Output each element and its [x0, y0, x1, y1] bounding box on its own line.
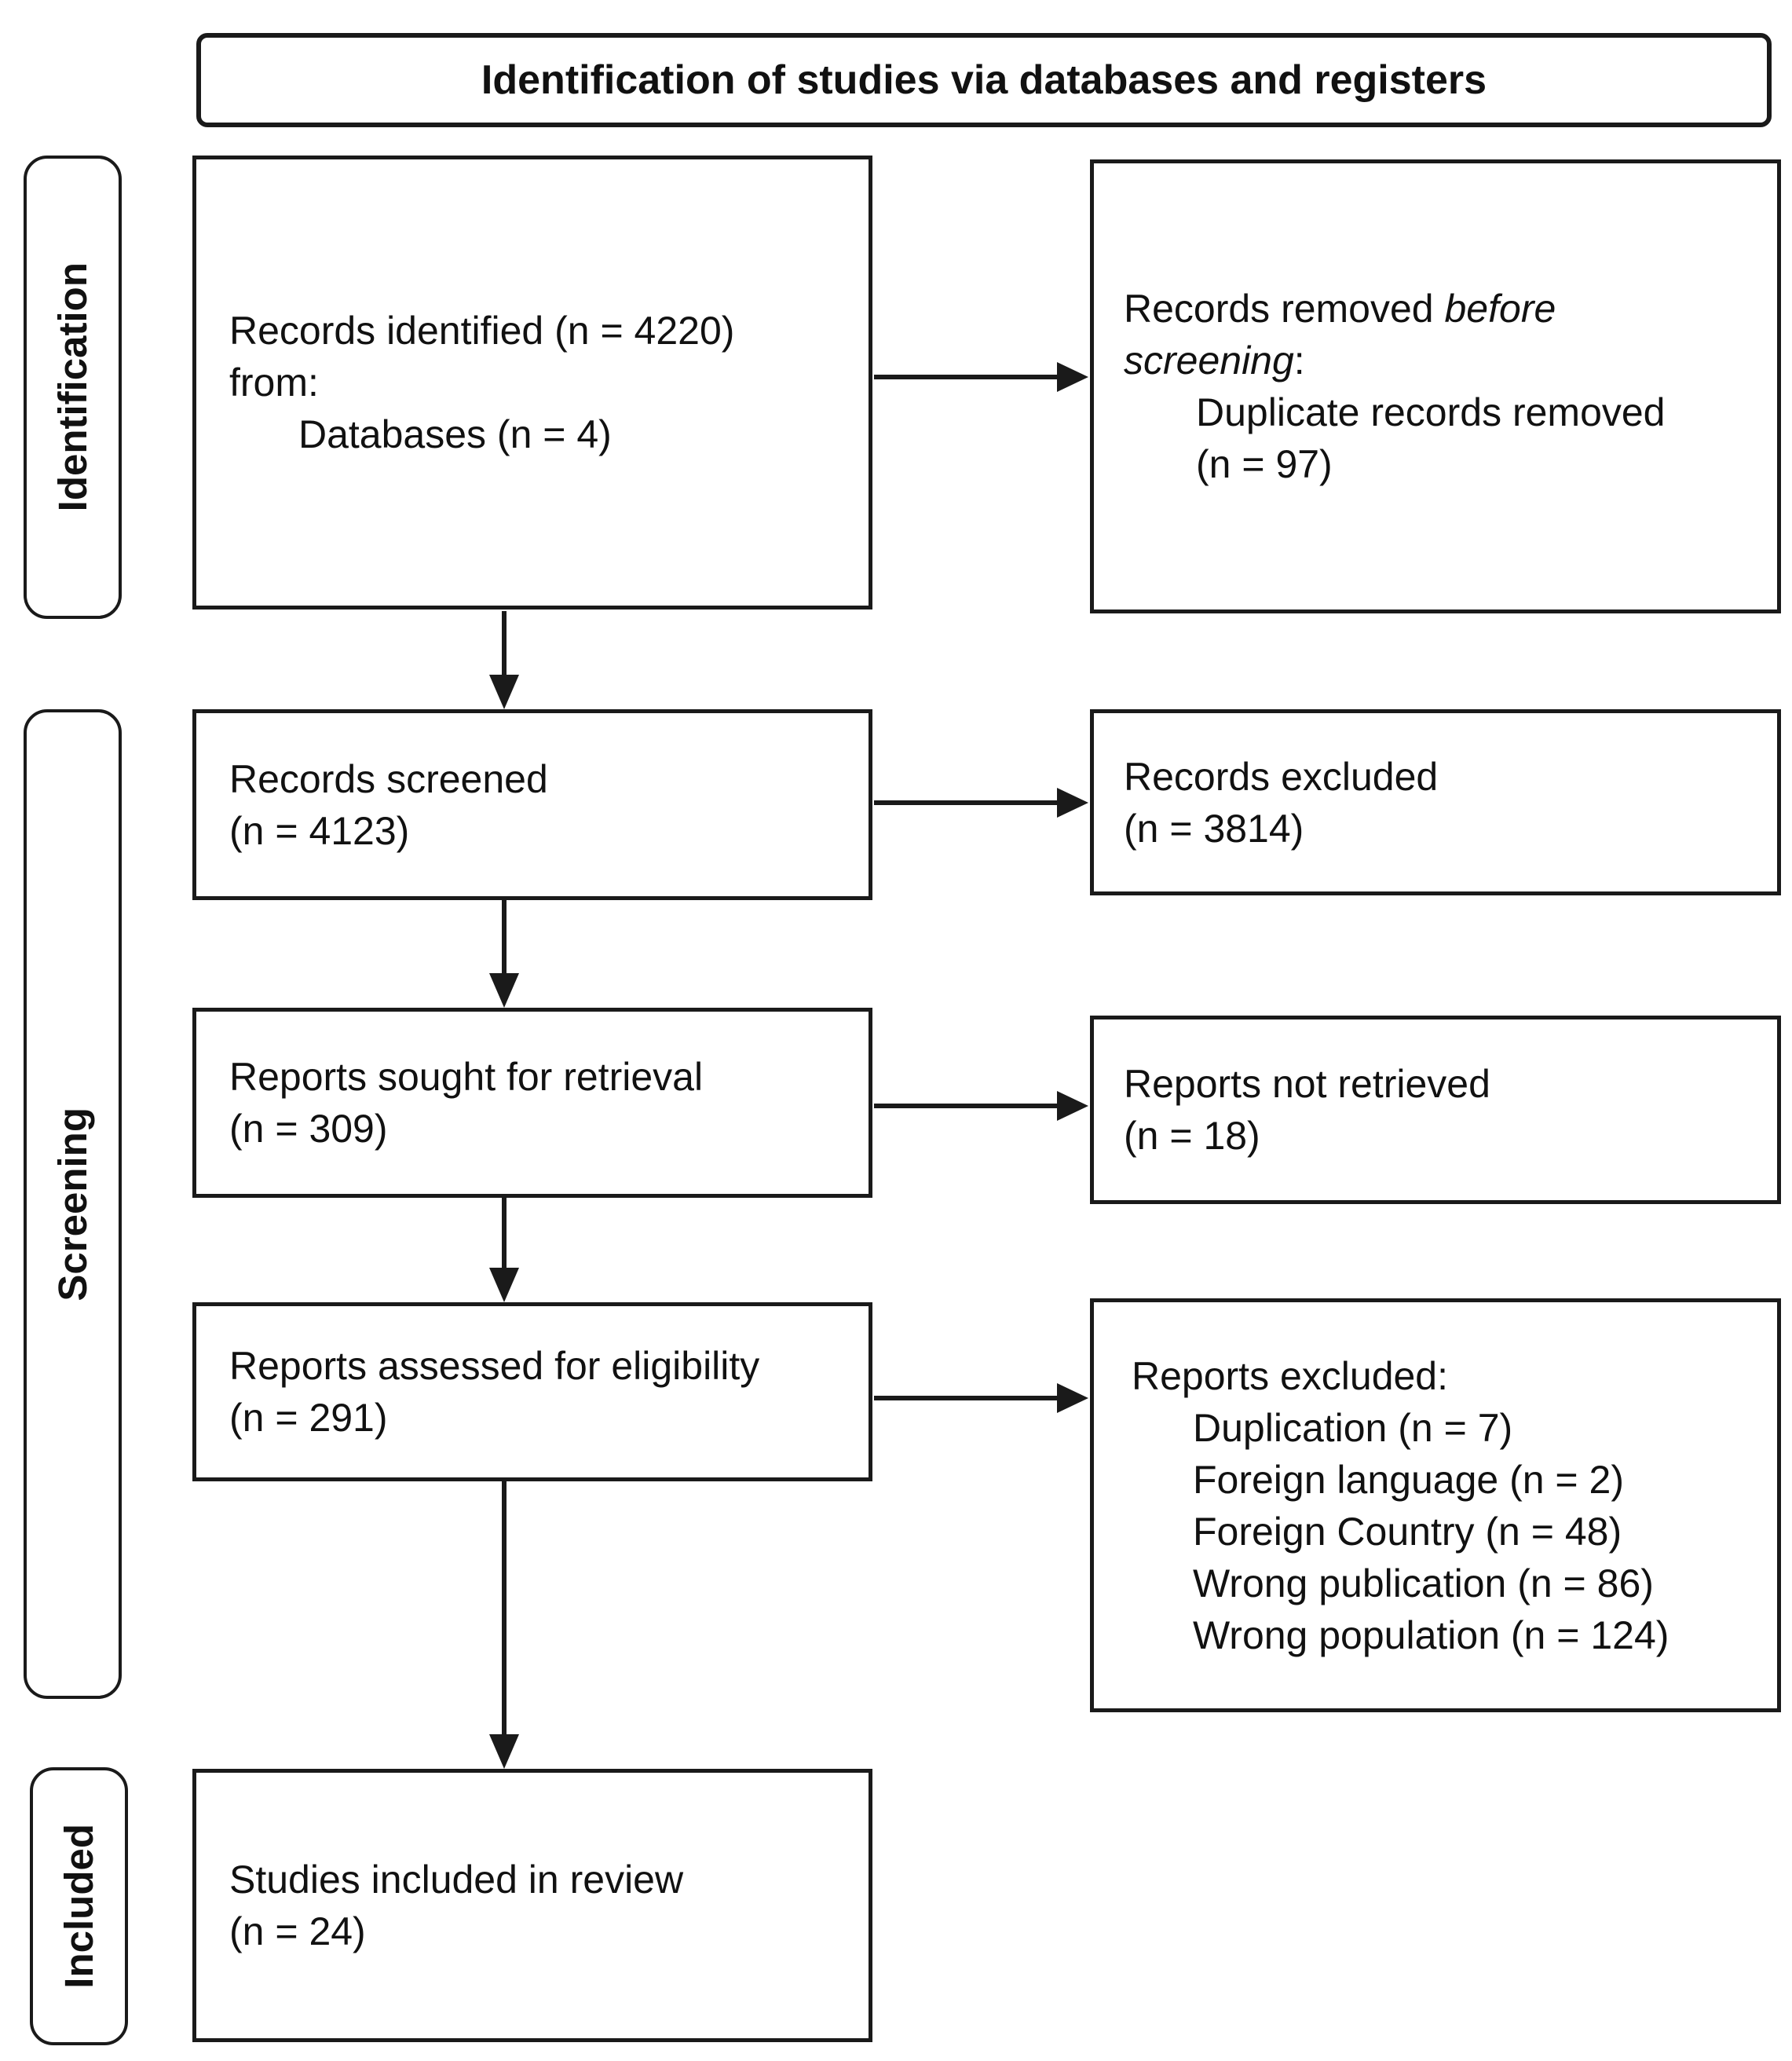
arrow-sought-to-assessed-head — [489, 1268, 519, 1302]
box-studies-included: Studies included in review (n = 24) — [192, 1769, 872, 2042]
arrow-identified-to-removed-head — [1057, 362, 1088, 392]
arrow-identified-to-screened-line — [502, 611, 507, 676]
arrow-screened-to-sought-head — [489, 973, 519, 1008]
reports-not-retrieved-count: (n = 18) — [1124, 1114, 1260, 1158]
reports-excluded-item-wrong-population: Wrong population (n = 124) — [1193, 1613, 1669, 1657]
records-screened-count: (n = 4123) — [229, 808, 410, 853]
stage-label-identification: Identification — [24, 156, 122, 619]
box-reports-excluded: Reports excluded: Duplication (n = 7) Fo… — [1090, 1298, 1781, 1712]
studies-included-count: (n = 24) — [229, 1909, 366, 1953]
reports-sought-count: (n = 309) — [229, 1107, 388, 1151]
records-removed-line2-regular: : — [1293, 339, 1305, 383]
reports-excluded-item-foreign-country: Foreign Country (n = 48) — [1193, 1509, 1622, 1554]
arrow-assessed-to-reports-excluded-head — [1057, 1383, 1088, 1413]
reports-excluded-item-foreign-language: Foreign language (n = 2) — [1193, 1457, 1624, 1502]
arrow-identified-to-screened-head — [489, 675, 519, 709]
reports-excluded-header: Reports excluded: — [1132, 1353, 1449, 1398]
records-removed-line1-italic: before — [1444, 287, 1556, 331]
arrow-screened-to-sought-line — [502, 900, 507, 975]
records-removed-item-line2: (n = 97) — [1196, 442, 1333, 486]
arrow-screened-to-excluded-head — [1057, 788, 1088, 818]
reports-assessed-label: Reports assessed for eligibility — [229, 1344, 760, 1388]
stage-label-screening: Screening — [24, 709, 122, 1699]
reports-excluded-item-wrong-publication: Wrong publication (n = 86) — [1193, 1561, 1654, 1605]
arrow-screened-to-excluded-line — [874, 800, 1060, 805]
arrow-assessed-to-included-head — [489, 1734, 519, 1769]
arrow-sought-to-not-retrieved-head — [1057, 1091, 1088, 1121]
arrow-sought-to-assessed-line — [502, 1198, 507, 1269]
reports-sought-label: Reports sought for retrieval — [229, 1055, 704, 1099]
box-records-screened: Records screened (n = 4123) — [192, 709, 872, 900]
records-removed-item-line1: Duplicate records removed — [1196, 390, 1666, 434]
box-records-removed: Records removed before screening: Duplic… — [1090, 159, 1781, 613]
stage-label-included: Included — [30, 1767, 128, 2045]
records-excluded-count: (n = 3814) — [1124, 806, 1304, 851]
reports-assessed-count: (n = 291) — [229, 1396, 388, 1440]
box-records-identified: Records identified (n = 4220) from: Data… — [192, 156, 872, 610]
records-removed-line2: screening: — [1124, 335, 1765, 386]
studies-included-label: Studies included in review — [229, 1858, 684, 1902]
records-removed-line1-regular: Records removed — [1124, 287, 1445, 331]
arrow-identified-to-removed-line — [874, 375, 1060, 379]
records-identified-item-databases: Databases (n = 4) — [298, 412, 612, 456]
records-removed-line1: Records removed before — [1124, 283, 1765, 335]
reports-excluded-item-duplication: Duplication (n = 7) — [1193, 1405, 1513, 1450]
arrow-sought-to-not-retrieved-line — [874, 1104, 1060, 1108]
records-removed-line2-italic: screening — [1124, 339, 1294, 383]
records-identified-line1: Records identified (n = 4220) — [229, 309, 735, 353]
reports-not-retrieved-label: Reports not retrieved — [1124, 1062, 1490, 1106]
records-excluded-label: Records excluded — [1124, 754, 1439, 799]
records-screened-label: Records screened — [229, 756, 548, 801]
box-reports-assessed: Reports assessed for eligibility (n = 29… — [192, 1302, 872, 1481]
diagram-title: Identification of studies via databases … — [481, 57, 1487, 103]
arrow-assessed-to-included-line — [502, 1481, 507, 1736]
stage-label-included-text: Included — [57, 1824, 101, 1989]
title-box: Identification of studies via databases … — [196, 33, 1772, 127]
stage-label-identification-text: Identification — [50, 262, 95, 512]
arrow-assessed-to-reports-excluded-line — [874, 1396, 1060, 1400]
stage-label-screening-text: Screening — [50, 1107, 95, 1301]
box-reports-not-retrieved: Reports not retrieved (n = 18) — [1090, 1016, 1781, 1204]
records-identified-line2: from: — [229, 361, 319, 405]
box-reports-sought: Reports sought for retrieval (n = 309) — [192, 1008, 872, 1198]
box-records-excluded: Records excluded (n = 3814) — [1090, 709, 1781, 895]
